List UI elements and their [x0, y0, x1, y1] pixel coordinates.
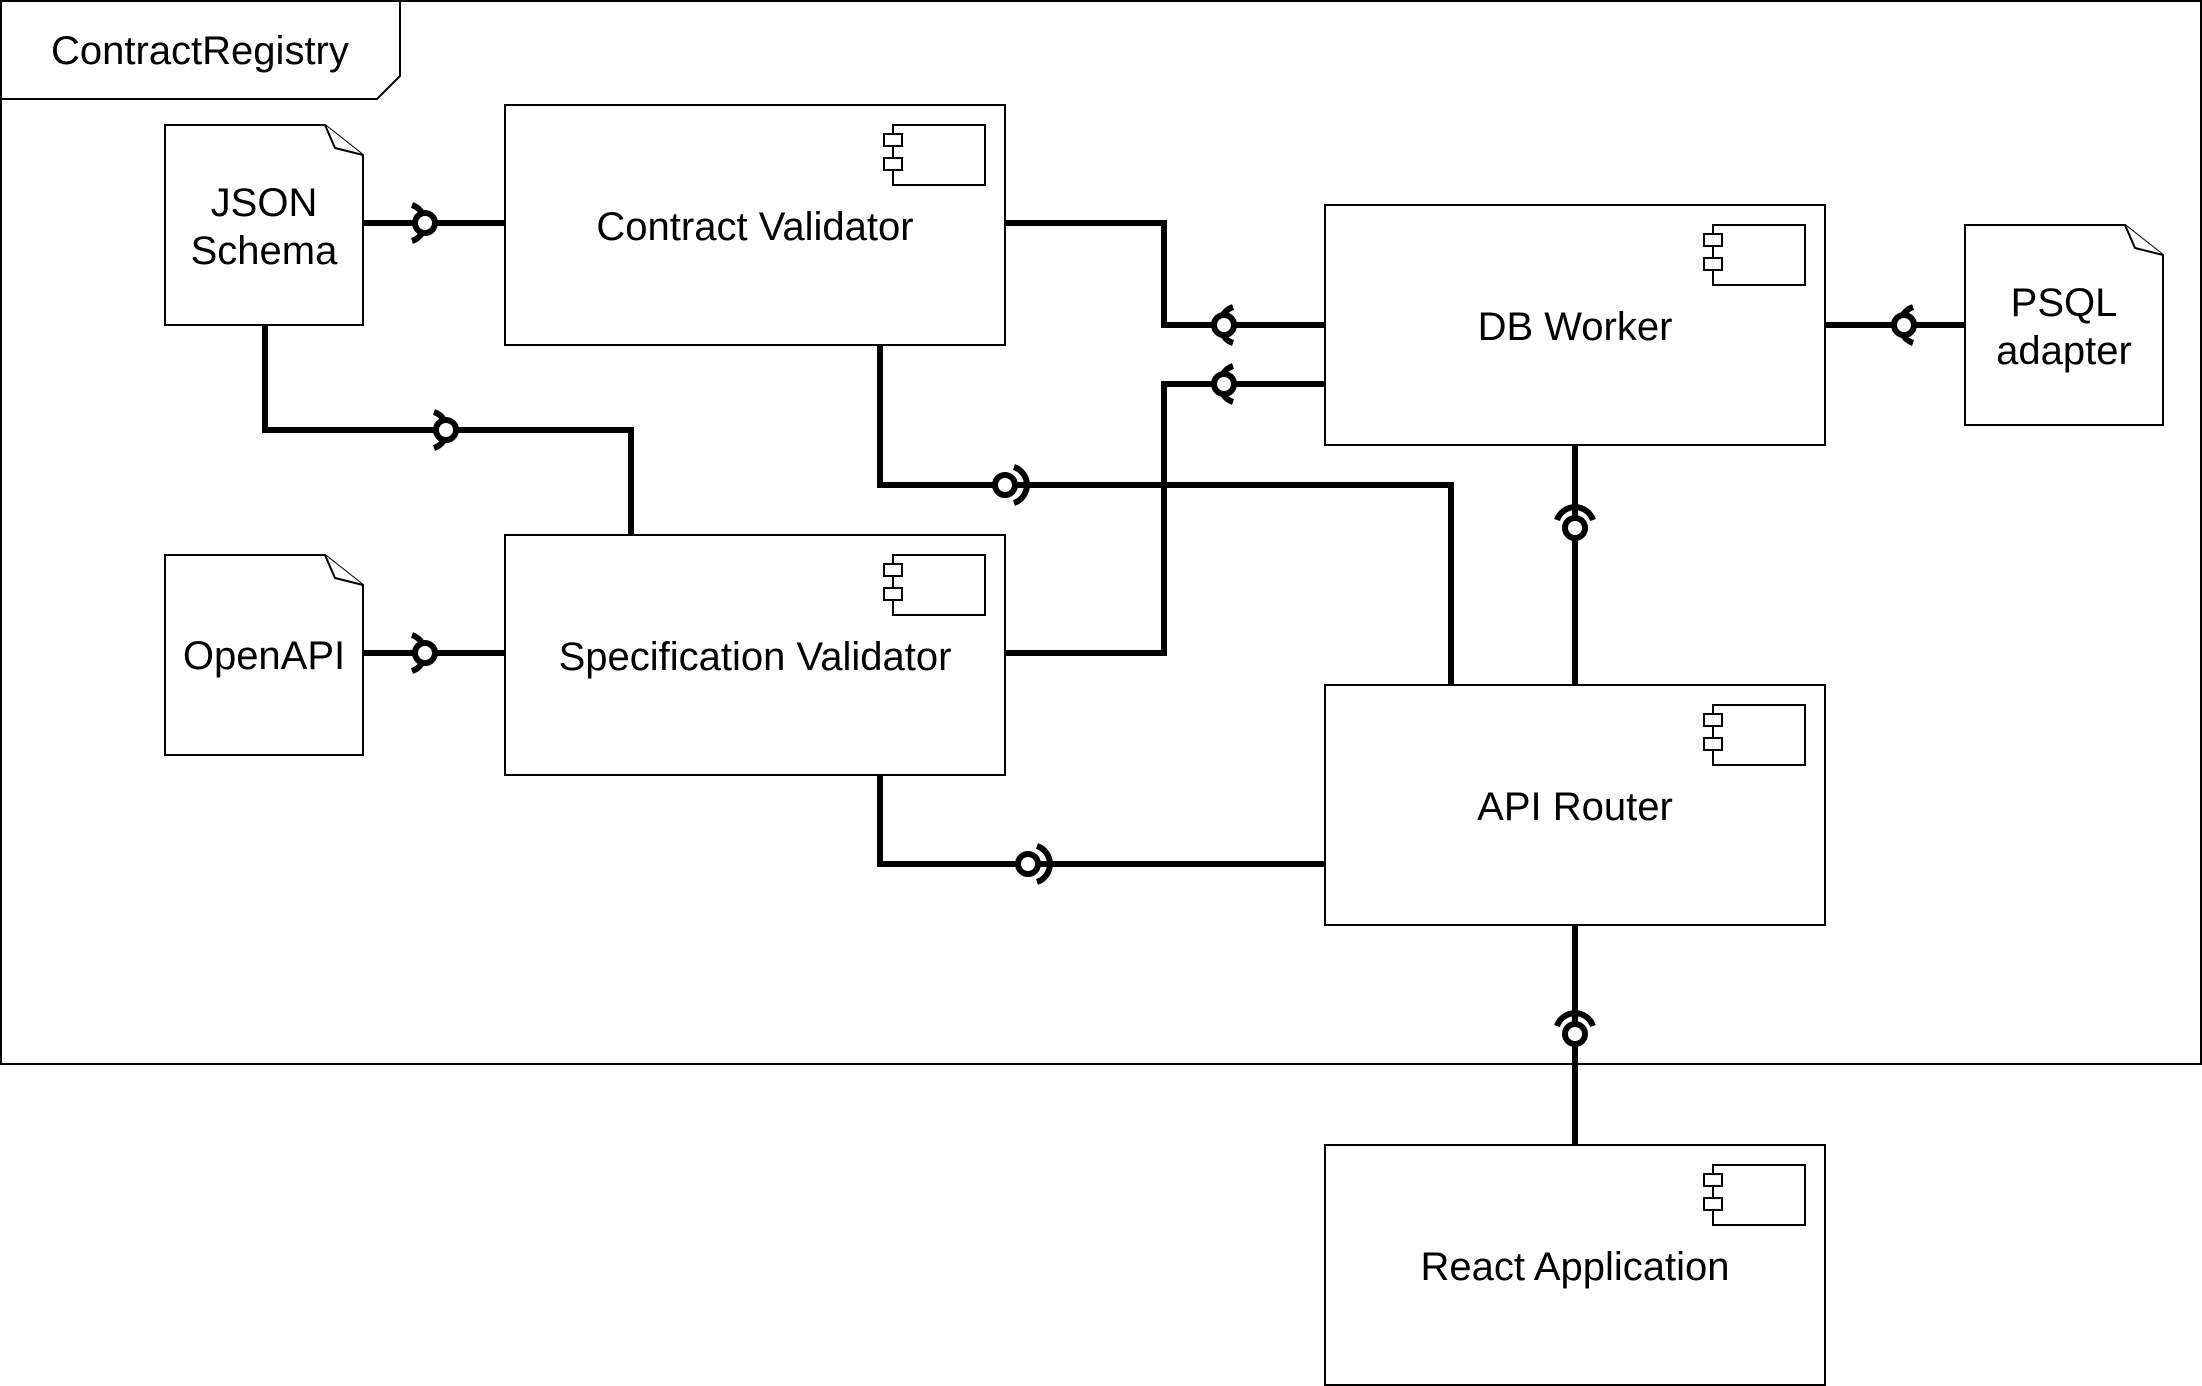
interface-ball-socket [1015, 843, 1053, 885]
component-label: DB Worker [1478, 305, 1673, 349]
component-icon [883, 124, 986, 186]
component-label: Specification Validator [559, 635, 952, 679]
artifact-label: adapter [1996, 329, 2132, 373]
component-label: Contract Validator [596, 205, 913, 249]
connector-contractvalidator-dbworker [1005, 220, 1325, 328]
artifact-label: Schema [191, 229, 338, 273]
artifact-label: OpenAPI [183, 634, 345, 678]
component-contract-validator: Contract Validator [504, 104, 1006, 346]
component-api-router: API Router [1324, 684, 1826, 926]
interface-ball-socket [432, 409, 459, 451]
artifact-psql-adapter: PSQL adapter [1964, 224, 2164, 426]
artifact-openapi: OpenAPI [164, 554, 364, 756]
interface-ball-socket [410, 632, 438, 674]
component-icon [1703, 224, 1806, 286]
interface-symbols [410, 202, 1917, 1047]
interface-ball-socket [1211, 363, 1237, 405]
interface-ball-socket [1554, 1010, 1596, 1047]
artifact-json-schema: JSON Schema [164, 124, 364, 326]
connectors [262, 220, 1965, 1145]
package-frame [0, 0, 2202, 1065]
component-label: API Router [1477, 785, 1673, 829]
component-react-application: React Application [1324, 1144, 1826, 1386]
component-db-worker: DB Worker [1324, 204, 1826, 446]
interface-ball-socket [410, 202, 438, 244]
artifact-label: PSQL [2011, 281, 2118, 325]
interface-ball-socket [1554, 504, 1596, 541]
component-icon [883, 554, 986, 616]
package-tab [0, 0, 401, 100]
artifact-label: JSON [211, 181, 318, 225]
connector-specvalidator-dbworker [1005, 381, 1325, 656]
interface-ball-socket [1891, 304, 1917, 346]
interface-ball-socket [992, 464, 1030, 506]
component-label: React Application [1420, 1245, 1729, 1289]
component-icon [1703, 1164, 1806, 1226]
connector-specvalidator-apirouter [877, 774, 1325, 867]
component-icon [1703, 704, 1806, 766]
component-specification-validator: Specification Validator [504, 534, 1006, 776]
interface-ball-socket [1211, 304, 1237, 346]
connector-contractvalidator-apirouter [877, 344, 1454, 685]
package-name: ContractRegistry [51, 29, 349, 73]
